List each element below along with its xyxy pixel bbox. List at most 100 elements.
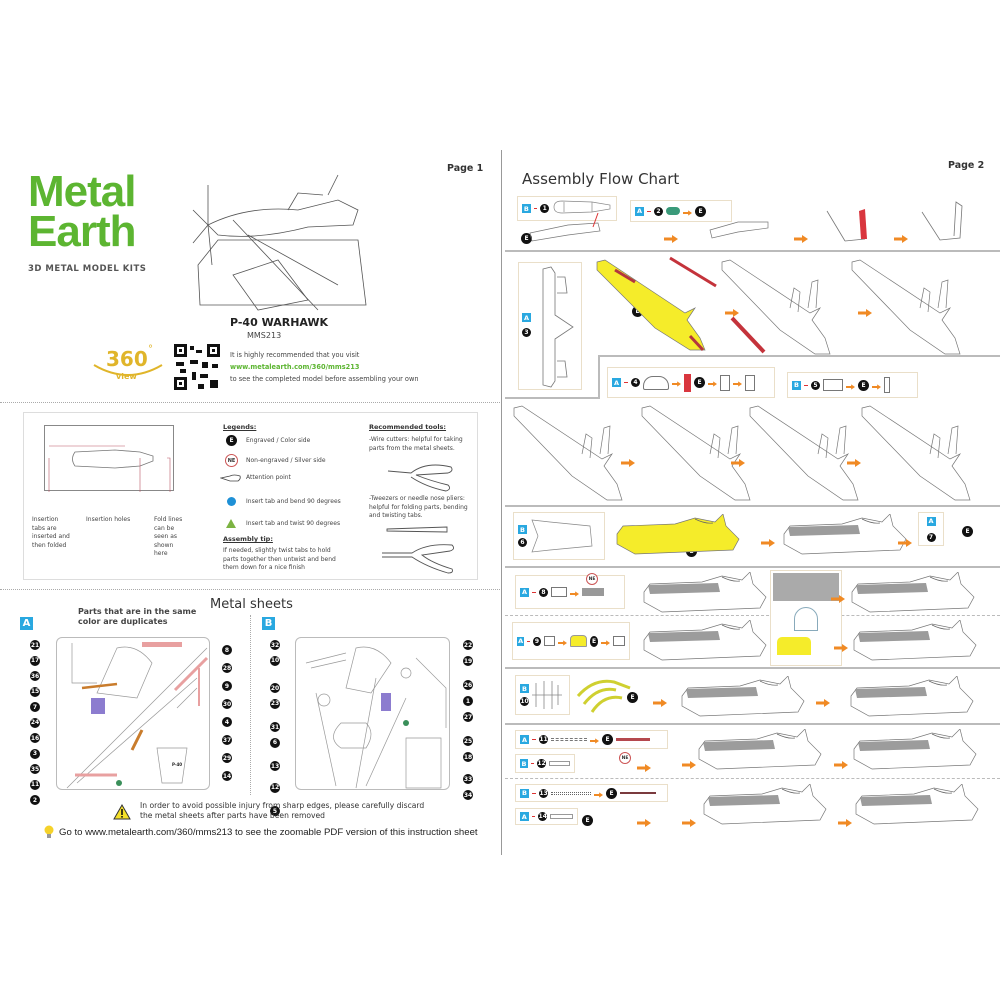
part-strip-dark (620, 792, 656, 794)
part-number: 35 (30, 764, 40, 774)
part-number: 18 (463, 752, 473, 762)
arrow-icon (760, 532, 776, 551)
stand-folded-illustration (921, 201, 963, 241)
model-name: P-40 WARHAWK (230, 316, 329, 329)
metal-sheet-a[interactable]: P-40 (56, 637, 210, 790)
wing-flat-part (542, 266, 574, 388)
arrow-shape (731, 459, 745, 467)
aileron-detail (669, 256, 717, 288)
engraved-badge: E (858, 379, 869, 391)
dash (804, 384, 808, 386)
sheet-b-label: B (262, 617, 275, 630)
part-bar (548, 761, 570, 766)
diagram-label-fold: Fold lines can be seen as shown here (154, 516, 183, 557)
part-number: 28 (222, 663, 232, 673)
sheet-badge: A (522, 313, 531, 322)
visit-line1: It is highly recommended that you visit (230, 351, 360, 359)
arrow-shape (664, 235, 678, 243)
row-divider (598, 355, 1000, 357)
fuselage-flat-part (531, 519, 593, 553)
engraved-badge: E (627, 692, 638, 703)
wing-assembly-illustration (748, 404, 878, 508)
part-panel (613, 636, 625, 646)
part-seat-folded (884, 377, 890, 393)
part-number: 21 (30, 640, 40, 650)
step-number: 13 (539, 788, 548, 798)
engraved-badge: E (695, 205, 706, 217)
brand-tagline: 3D METAL MODEL KITS (28, 264, 147, 274)
arrow-icon (857, 302, 873, 321)
orbit-arc-icon (93, 364, 163, 376)
fuselage-illustration (700, 783, 830, 834)
pdf-link-note[interactable]: Go to www.metalearth.com/360/mms213 to s… (59, 827, 478, 838)
row-divider (505, 667, 1000, 669)
visit-url-link[interactable]: www.metalearth.com/360/mms213 (230, 363, 360, 371)
arrow-icon (872, 376, 881, 395)
metal-sheets-title: Metal sheets (210, 597, 293, 612)
legend-twist: Insert tab and twist 90 degrees (246, 520, 341, 527)
frame-yellow-illustration (576, 679, 631, 713)
legend-bend: Insert tab and bend 90 degrees (246, 498, 341, 505)
part-number: 29 (222, 753, 232, 763)
arrow-icon (558, 632, 568, 651)
tab-diagram (44, 425, 174, 492)
arrow-shape (653, 699, 667, 707)
model-code: MMS213 (247, 331, 282, 340)
stand-fold-illustration (826, 209, 867, 242)
fuselage-illustration (695, 728, 825, 779)
flow-chart-title: Assembly Flow Chart (522, 170, 680, 188)
metal-sheet-b[interactable] (295, 637, 450, 790)
step-number: 8 (539, 587, 548, 597)
qr-code-icon[interactable] (174, 344, 220, 390)
base-frame-illustration (709, 221, 769, 239)
360-number: 360 (106, 347, 148, 371)
fuselage-illustration (850, 728, 980, 779)
step-number: 9 (533, 636, 541, 646)
fuselage-shape (851, 571, 975, 613)
part-number: 20 (270, 683, 280, 693)
arrow-shape (621, 459, 635, 467)
fuselage-illustration (847, 675, 977, 726)
part-number: 4 (222, 717, 232, 727)
sheets-divider (250, 615, 251, 795)
step-number: 5 (811, 380, 820, 390)
part-number: 13 (270, 761, 280, 771)
part-number: 32 (270, 640, 280, 650)
detail-inset (770, 570, 842, 666)
fuselage-yellow-illustration (613, 513, 743, 564)
section-divider (0, 402, 500, 403)
arrow-icon (681, 754, 697, 773)
part-folded (720, 374, 730, 391)
fuselage-shape (853, 619, 977, 661)
page-number: Page 2 (948, 160, 985, 171)
view-label: view (116, 372, 137, 381)
sheet-badge: A (517, 636, 525, 646)
arrow-icon (636, 812, 652, 831)
arrow-shape (898, 539, 912, 547)
fuselage-shape (703, 783, 827, 825)
part-strip (551, 791, 591, 795)
step-number: 1 (540, 204, 549, 213)
dash (533, 208, 538, 209)
step-number: 10 (520, 697, 529, 706)
arrow-shape (794, 235, 808, 243)
aileron-detail (730, 316, 766, 354)
wing-yellow-illustration (596, 259, 706, 352)
arrow-icon (833, 637, 849, 656)
fuselage-illustration (640, 619, 770, 670)
arrow-shape (594, 791, 603, 798)
engraved-badge: E (521, 233, 532, 244)
arrow-shape (570, 590, 579, 597)
wing-assembly-shape (513, 405, 623, 501)
engraved-badge: E (589, 635, 599, 647)
arrow-icon (730, 452, 746, 471)
360-view-badge[interactable]: 360 ° view (88, 344, 168, 387)
blue-dot-icon (227, 497, 236, 506)
